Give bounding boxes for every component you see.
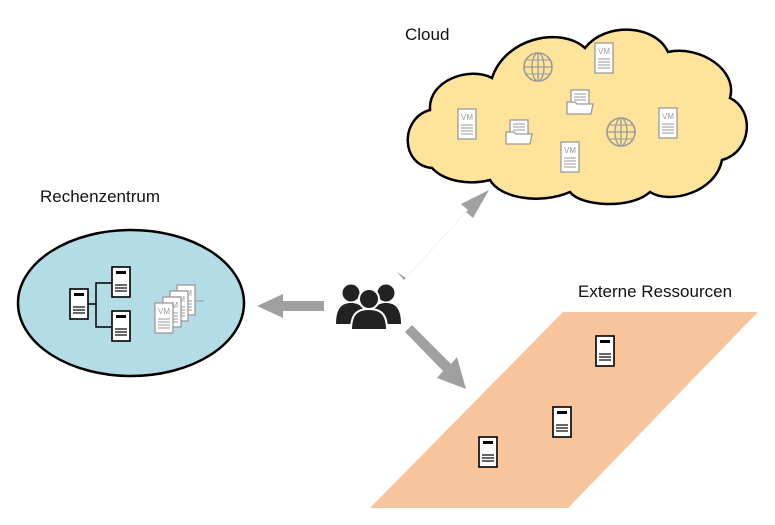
server-icon [111,266,131,298]
globe-icon [606,117,636,147]
arrow-to-cloud [397,190,489,280]
arrows [257,190,489,389]
datacenter-label: Rechenzentrum [40,187,161,206]
vm-icon [594,42,614,74]
cloud-label: Cloud [405,25,450,44]
vm-icon [658,107,678,139]
server-icon [552,406,572,438]
file-folder-icon [566,89,594,115]
vm-icon [154,302,174,334]
users-icon [336,284,401,331]
cloud-shape [406,28,749,206]
server-icon [69,288,89,320]
arrow-to-datacenter [257,294,324,318]
vm-icon [457,108,477,140]
datacenter-shape [16,228,246,378]
server-icon [595,335,615,367]
server-icon [478,436,498,468]
file-folder-icon [505,119,533,145]
server-icon [111,310,131,342]
external-resources-label: Externe Ressourcen [578,282,733,301]
globe-icon [523,52,553,82]
vm-icon [560,141,580,173]
datacenter-contents [69,266,204,342]
arrow-to-external [405,325,466,389]
